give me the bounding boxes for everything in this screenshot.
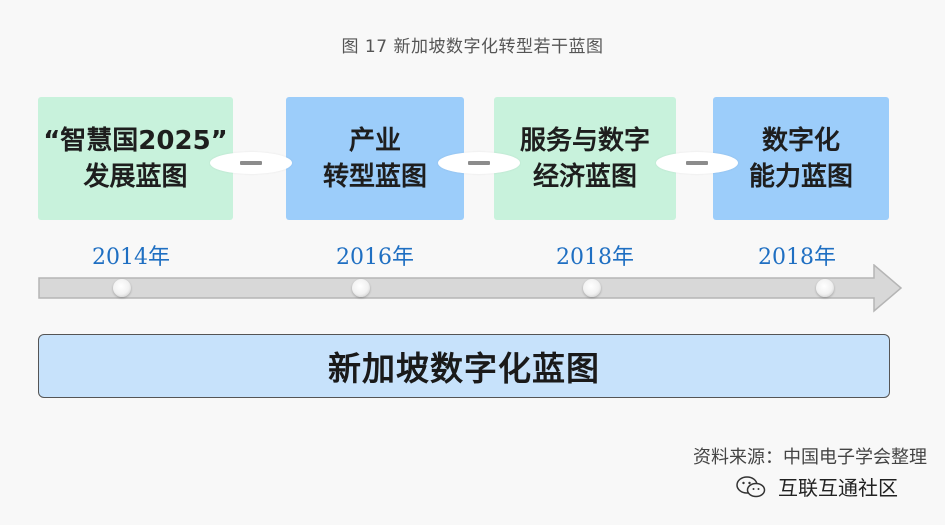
timeline-year: 2018年 (556, 245, 634, 270)
card-connector (656, 152, 738, 174)
connector-dash (240, 161, 262, 165)
summary-banner: 新加坡数字化蓝图 (38, 334, 890, 398)
timeline-arrow (38, 264, 903, 313)
timeline-year: 2016年 (336, 245, 414, 270)
wechat-icon (736, 475, 766, 497)
card-industry-transformation: 产业 转型蓝图 (286, 97, 464, 220)
timeline-year: 2014年 (92, 245, 170, 270)
source-note: 资料来源：中国电子学会整理 (693, 447, 927, 468)
banner-label: 新加坡数字化蓝图 (328, 349, 600, 388)
timeline-year: 2018年 (758, 245, 836, 270)
card-label: 服务与数字 经济蓝图 (519, 125, 650, 192)
figure-title: 图 17 新加坡数字化转型若干蓝图 (341, 37, 604, 57)
timeline-marker (352, 279, 370, 297)
watermark: 互联互通社区 (736, 472, 898, 501)
connector-dash (686, 161, 708, 165)
timeline-marker (816, 279, 834, 297)
timeline-marker (583, 279, 601, 297)
connector-dash (468, 161, 490, 165)
card-label: “智慧国2025” 发展蓝图 (43, 125, 228, 192)
card-connector (210, 152, 292, 174)
card-connector (438, 152, 520, 174)
card-smart-nation-2025: “智慧国2025” 发展蓝图 (38, 97, 233, 220)
timeline-marker (113, 279, 131, 297)
card-label: 产业 转型蓝图 (322, 125, 427, 192)
card-digital-economy: 服务与数字 经济蓝图 (494, 97, 676, 220)
card-label: 数字化 能力蓝图 (748, 125, 853, 192)
card-digital-capability: 数字化 能力蓝图 (713, 97, 889, 220)
watermark-label: 互联互通社区 (778, 476, 898, 500)
